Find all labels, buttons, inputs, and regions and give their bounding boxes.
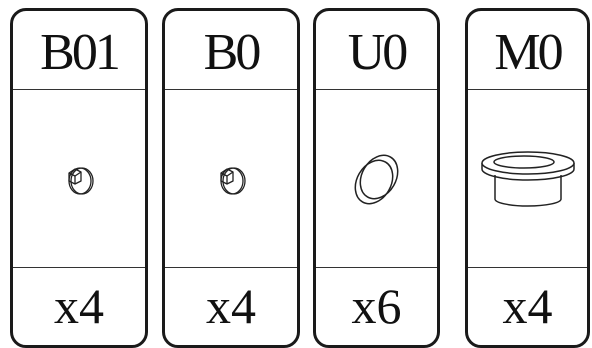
divider — [13, 89, 145, 90]
screw-head-icon — [220, 167, 246, 195]
divider — [468, 89, 587, 90]
divider — [165, 89, 297, 90]
divider — [13, 267, 145, 268]
divider — [316, 267, 437, 268]
part-figure — [13, 91, 145, 267]
part-code: B01 — [40, 24, 121, 81]
round-cap-icon — [354, 154, 398, 205]
part-figure — [316, 91, 437, 267]
plug-cap-icon — [480, 151, 575, 207]
screw-head-icon — [68, 167, 94, 195]
part-card-b01: B01 x4 — [10, 8, 148, 348]
part-code: B0 — [203, 24, 262, 81]
part-quantity: x4 — [206, 278, 256, 334]
part-quantity: x6 — [351, 278, 402, 334]
part-figure — [165, 91, 297, 267]
part-quantity: x4 — [54, 278, 104, 334]
divider — [468, 267, 587, 268]
divider — [165, 267, 297, 268]
part-code: U0 — [347, 24, 409, 81]
divider — [316, 89, 437, 90]
part-card-u0: U0 x6 — [313, 8, 440, 348]
part-card-b0: B0 x4 — [162, 8, 300, 348]
part-card-m0: M0 x4 — [465, 8, 590, 348]
part-figure — [468, 91, 587, 267]
part-code: M0 — [494, 24, 563, 81]
part-quantity: x4 — [502, 278, 553, 334]
